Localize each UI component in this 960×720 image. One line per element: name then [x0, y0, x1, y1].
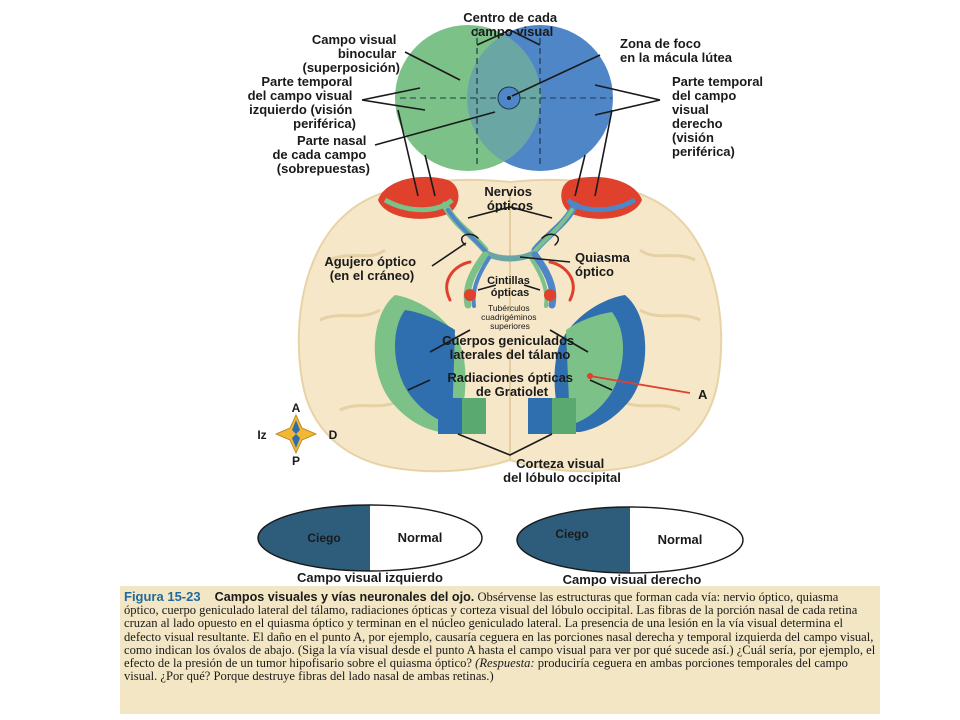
left-field-normal-label: Normal — [398, 530, 443, 545]
optic-pathways — [441, 201, 579, 309]
compass: A P Iz D — [257, 401, 337, 468]
right-field-normal-label: Normal — [658, 532, 703, 547]
compass-right: D — [329, 428, 338, 442]
label-focus-zone: Zona de foco en la mácula lútea — [620, 36, 733, 65]
left-field-oval: Ciego Normal Campo visual izquierdo — [257, 504, 483, 585]
label-center-each-field: Centro de cada campo visual — [463, 10, 561, 39]
figure-response-text: produciría ceguera en ambas porciones te… — [124, 656, 848, 684]
label-optic-foramen: Agujero óptico (en el cráneo) — [324, 254, 419, 283]
label-optic-chiasm: Quiasma óptico — [575, 250, 634, 279]
figure-title: Campos visuales y vías neuronales del oj… — [214, 590, 475, 604]
right-field-caption: Campo visual derecho — [563, 572, 702, 587]
label-left-temporal: Parte temporal del campo visual izquierd… — [248, 74, 356, 131]
label-lateral-geniculate: Cuerpos geniculados laterales del tálamo — [442, 333, 578, 362]
label-binocular-field: Campo visual binocular (superposición) — [302, 32, 400, 75]
eyes — [378, 176, 642, 219]
figure-number: Figura 15-23 — [124, 589, 201, 604]
figure-caption-body: Obsérvense las estructuras que forman ca… — [124, 590, 876, 671]
label-right-temporal: Parte temporal del campo visual derecho … — [672, 74, 767, 159]
compass-anterior: A — [292, 401, 301, 415]
figure-response-label: (Respuesta: — [475, 656, 535, 671]
label-point-a: A — [698, 387, 708, 402]
left-field-blind-label: Ciego — [307, 531, 340, 545]
visual-fields — [395, 25, 613, 171]
optic-radiations — [374, 295, 646, 434]
right-field-blind-label: Ciego — [555, 527, 588, 541]
figure-caption: Figura 15-23 Campos visuales y vías neuro… — [124, 590, 876, 683]
compass-left: Iz — [257, 428, 266, 442]
label-optic-tracts: Cintillas ópticas — [487, 275, 533, 299]
left-field-caption: Campo visual izquierdo — [297, 570, 443, 585]
caption-box — [120, 586, 880, 714]
label-optic-nerves: Nervios ópticos — [484, 184, 535, 213]
label-superior-colliculi: Tubérculos cuadrigéminos superiores — [481, 303, 539, 331]
compass-posterior: P — [292, 454, 300, 468]
label-optic-radiations: Radiaciones ópticas de Gratiolet — [447, 370, 576, 399]
label-nasal-each-field: Parte nasal de cada campo (sobrepuestas) — [272, 133, 370, 176]
right-field-oval: Ciego Normal Campo visual derecho — [516, 506, 744, 587]
labels: Centro de cada campo visual Campo visual… — [248, 10, 767, 485]
label-visual-cortex: Corteza visual del lóbulo occipital — [503, 456, 621, 485]
point-a-pointer — [589, 375, 691, 394]
pointer-lines — [361, 29, 661, 456]
